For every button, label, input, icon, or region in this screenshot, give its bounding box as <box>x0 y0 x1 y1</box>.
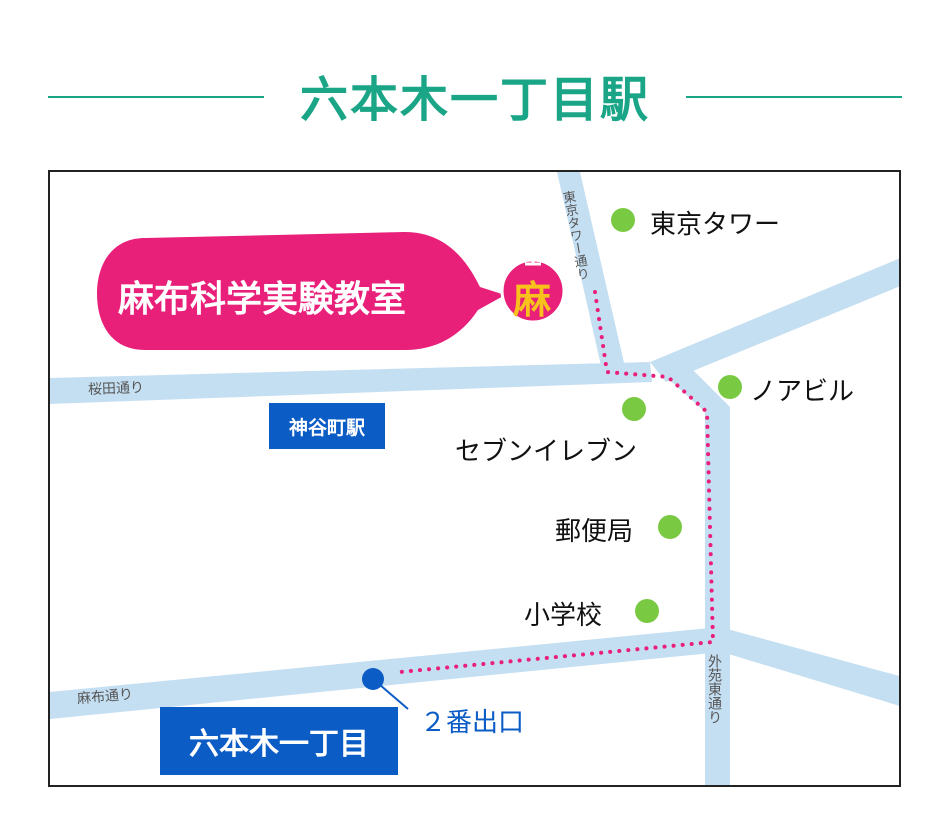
landmark-seven-eleven: セブンイレブン <box>455 437 638 467</box>
station-roppongi-itchome: 六本木一丁目 <box>160 707 398 775</box>
noa-building-dot <box>718 375 742 399</box>
page-title: 六本木一丁目駅 <box>299 72 650 128</box>
elementary-school-dot <box>635 599 659 623</box>
school-speech-bubble <box>97 232 505 350</box>
landmark-noa-building: ノアビル <box>750 377 855 407</box>
road-azabu-dori <box>50 627 722 719</box>
access-map: 東京タワー通り 桜田通り 麻布通り 外苑東通り 麻布科学実験教室 麻 東京タワー… <box>48 170 901 787</box>
tokyo-tower-dot <box>611 208 635 232</box>
school-logo-char: 麻 <box>513 278 552 322</box>
exit-label: ２番出口 <box>420 708 525 738</box>
title-line-left <box>48 96 264 98</box>
road-northeast <box>650 258 899 382</box>
exit-marker <box>362 668 384 690</box>
post-office-dot <box>658 515 682 539</box>
road-tokyo-tower-dori <box>557 172 625 370</box>
title-line-right <box>686 96 902 98</box>
landmark-elementary-school: 小学校 <box>524 601 603 631</box>
landmark-tokyo-tower: 東京タワー <box>650 210 781 240</box>
school-name: 麻布科学実験教室 <box>118 279 407 320</box>
seven-eleven-dot <box>622 397 646 421</box>
road-southeast <box>720 627 899 706</box>
landmark-post-office: 郵便局 <box>555 517 634 547</box>
map-graphics <box>50 172 899 785</box>
road-label-sakurada-dori: 桜田通り <box>87 380 145 398</box>
road-gaien-higashi-dori <box>650 362 730 785</box>
station-kamiyacho: 神谷町駅 <box>269 403 385 449</box>
road-sakurada-dori <box>50 362 652 404</box>
road-label-gaien-higashi-dori: 外苑東通り <box>706 654 722 724</box>
